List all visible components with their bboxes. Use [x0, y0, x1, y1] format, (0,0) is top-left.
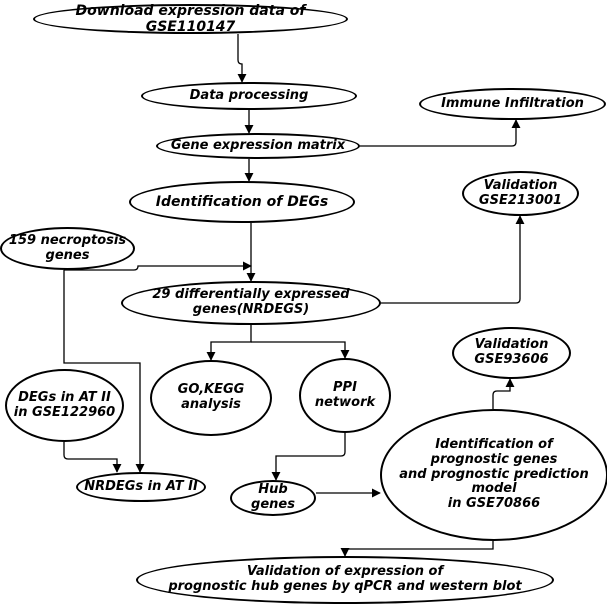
nrdegs-at-ii-label: NRDEGs in AT II [84, 478, 198, 494]
processing-node: Data processing [141, 82, 357, 110]
edge-prognostic-to-final [340, 541, 494, 557]
edge-prognostic-to-validation2 [492, 378, 515, 409]
expression-matrix-label: Gene expression matrix [170, 137, 346, 153]
nrdegs-29-node: 29 differentially expressed genes(NRDEGS… [121, 281, 381, 325]
nrdegs-29-label: 29 differentially expressed genes(NRDEGS… [152, 287, 350, 317]
edge-nrdegs29-to-validation1 [381, 215, 525, 304]
validation-gse93606-label: Validation GSE93606 [474, 337, 549, 367]
ppi-network-label: PPI network [314, 379, 376, 410]
download-label: Download expression data of GSE110147 [75, 2, 306, 35]
edge-necro-to-nrdegsatii [63, 270, 145, 473]
degs-at-ii-label: DEGs in AT II in GSE122960 [13, 389, 116, 420]
final-validation-label: Validation of expression of prognostic h… [168, 564, 522, 594]
nrdegs-at-ii-node: NRDEGs in AT II [76, 472, 206, 502]
identify-degs-node: Identification of DEGs [129, 181, 355, 223]
hub-genes-node: Hub genes [230, 480, 316, 516]
edge-ppi-to-hub [271, 433, 346, 481]
expression-matrix-node: Gene expression matrix [156, 133, 360, 159]
degs-at-ii-node: DEGs in AT II in GSE122960 [5, 369, 124, 442]
ppi-network-node: PPI network [299, 358, 391, 433]
edge-download-to-processing [237, 34, 247, 83]
edge-matrix-to-immune [360, 119, 521, 147]
prognostic-model-node: Identification of prognostic genes and p… [380, 409, 607, 541]
processing-label: Data processing [189, 87, 309, 103]
hub-genes-label: Hub genes [251, 482, 295, 512]
necroptosis-genes-label: 159 necroptosis genes [8, 232, 127, 263]
edge-atii-to-nrdegsatii [63, 442, 122, 473]
identify-degs-label: Identification of DEGs [155, 193, 329, 210]
final-validation-node: Validation of expression of prognostic h… [136, 556, 554, 604]
edge-nrdegs29-to-ppi [251, 341, 350, 359]
immune-infiltration-node: Immune Infiltration [419, 88, 606, 120]
prognostic-model-label: Identification of prognostic genes and p… [399, 436, 589, 512]
go-kegg-node: GO,KEGG analysis [150, 360, 272, 436]
validation-gse213001-node: Validation GSE213001 [462, 171, 579, 216]
validation-gse93606-node: Validation GSE93606 [452, 327, 571, 379]
validation-gse213001-label: Validation GSE213001 [478, 177, 563, 208]
necroptosis-genes-node: 159 necroptosis genes [0, 227, 135, 270]
immune-infiltration-label: Immune Infiltration [441, 95, 584, 111]
go-kegg-label: GO,KEGG analysis [177, 382, 245, 412]
edge-necro-to-nrdegs29 [64, 261, 252, 271]
edge-nrdegs29-to-gokegg [206, 325, 252, 361]
download-node: Download expression data of GSE110147 [33, 2, 348, 35]
